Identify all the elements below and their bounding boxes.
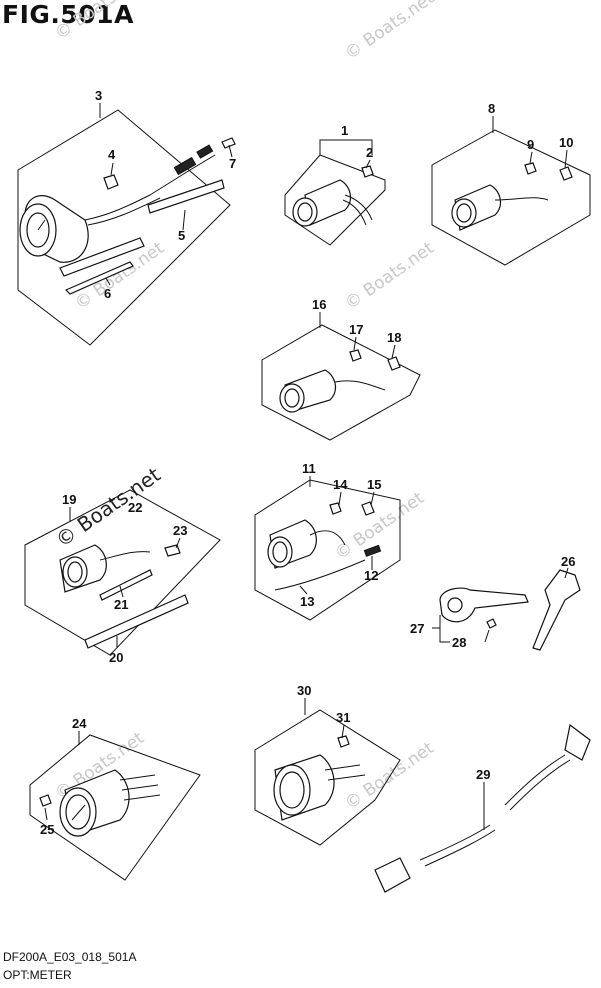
diagram-subtitle: OPT:METER [3, 968, 72, 982]
callout-21: 21 [114, 597, 128, 612]
callout-5: 5 [178, 228, 185, 243]
callout-1: 1 [341, 123, 348, 138]
callout-7: 7 [229, 156, 236, 171]
watermarks: © Boats.net © Boats.net © Boats.net © Bo… [51, 0, 438, 814]
callout-16: 16 [312, 297, 326, 312]
callout-31: 31 [336, 710, 350, 725]
callout-25: 25 [40, 822, 54, 837]
callout-3: 3 [95, 88, 102, 103]
callout-26: 26 [561, 554, 575, 569]
kit-box-16 [261, 324, 421, 441]
watermark-bold: © Boats.net [51, 462, 165, 552]
callout-9: 9 [527, 137, 534, 152]
callout-2: 2 [366, 145, 373, 160]
watermark: © Boats.net [341, 238, 438, 314]
callout-30: 30 [297, 683, 311, 698]
callout-11: 11 [302, 461, 316, 476]
callout-18: 18 [387, 330, 401, 345]
callout-19: 19 [62, 492, 76, 507]
callout-8: 8 [488, 101, 495, 116]
kit-box-24 [29, 734, 201, 881]
callout-6: 6 [104, 286, 111, 301]
callout-28: 28 [452, 635, 466, 650]
watermark: © Boats.net [331, 488, 428, 564]
diagram-code: DF200A_E03_018_501A [3, 950, 137, 964]
kit-box-3 [17, 109, 236, 346]
watermark: © Boats.net [51, 0, 148, 44]
callout-22: 22 [128, 500, 142, 515]
callout-20: 20 [109, 650, 123, 665]
leader-lines [44, 103, 569, 830]
harness-29 [374, 723, 591, 893]
callout-10: 10 [559, 135, 573, 150]
kit-box-11 [254, 479, 401, 621]
callout-17: 17 [349, 322, 363, 337]
callout-4: 4 [108, 147, 116, 162]
callout-27: 27 [410, 621, 424, 636]
callout-labels: 1 2 3 4 5 6 7 8 9 10 11 12 13 14 15 16 1… [40, 88, 575, 837]
kit-box-8 [431, 129, 591, 266]
callout-23: 23 [173, 523, 187, 538]
callout-15: 15 [367, 477, 381, 492]
callout-13: 13 [300, 594, 314, 609]
callout-12: 12 [364, 568, 378, 583]
kit-box-19 [24, 489, 221, 656]
callout-24: 24 [72, 716, 87, 731]
figure-title: FIG.501A [2, 0, 134, 29]
kit-box-1 [284, 154, 386, 246]
callout-29: 29 [476, 767, 490, 782]
bracket-assembly [439, 569, 581, 651]
kit-box-30 [254, 709, 401, 846]
watermark: © Boats.net [341, 0, 438, 64]
callout-14: 14 [333, 477, 348, 492]
